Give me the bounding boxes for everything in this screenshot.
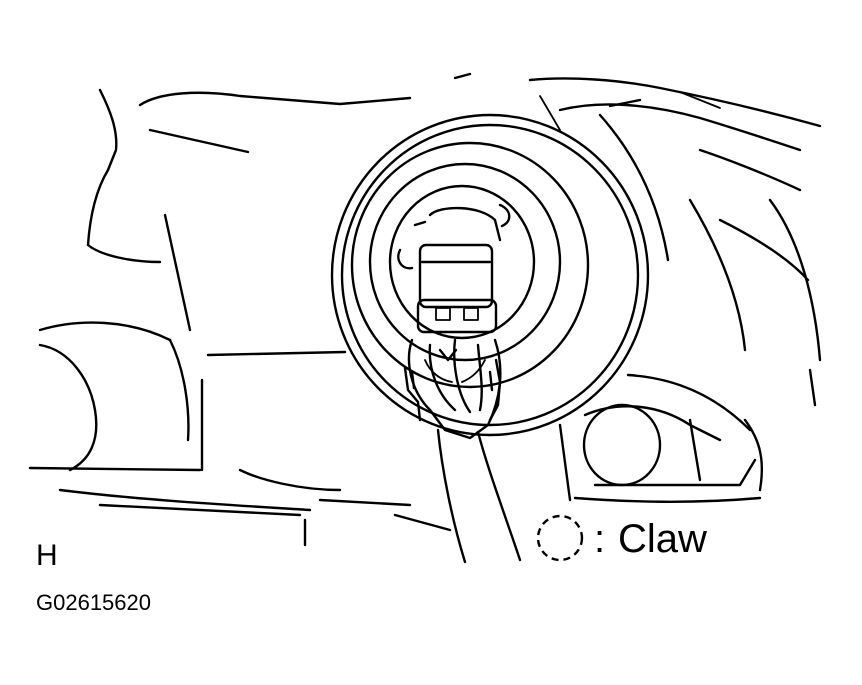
legend-label: Claw [618,517,707,561]
figure-code: G02615620 [36,590,151,615]
wire-harness [436,428,522,564]
connector-claws [403,358,502,422]
section-letter: H [36,539,58,572]
headlight-reflector [330,113,650,437]
legend: : Claw [536,514,707,562]
housing-outline [86,72,822,407]
bulb-connector [407,298,502,440]
lower-right-bracket [558,373,764,503]
legend-separator: : [594,517,605,561]
claw-dashed-circle-icon [536,514,584,562]
left-body-outline [28,243,452,547]
bulb-base [397,203,511,309]
